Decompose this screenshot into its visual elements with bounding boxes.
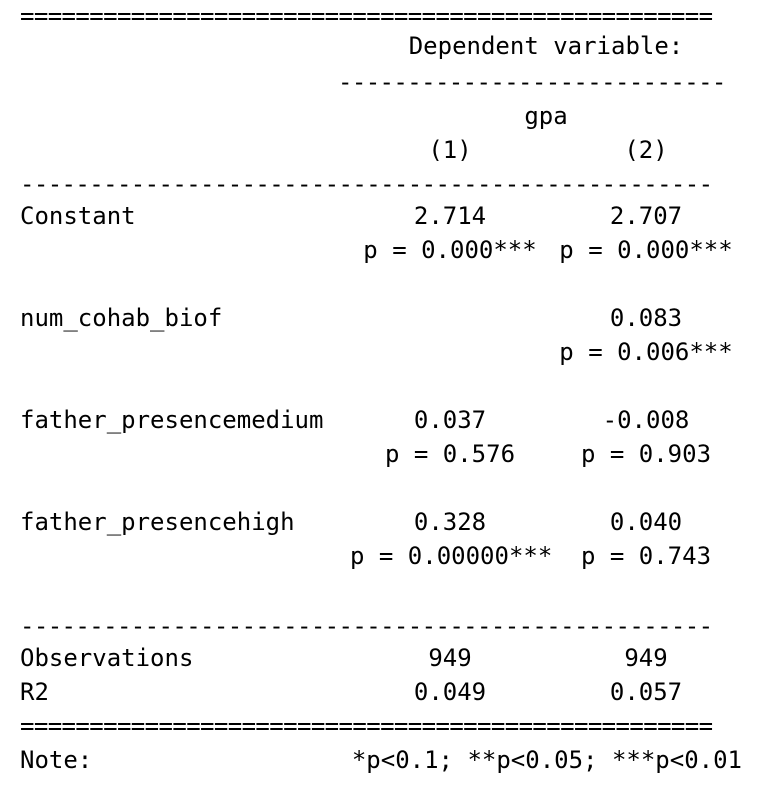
pvalue-num-cohab-biof-col2: p = 0.006*** xyxy=(559,338,733,366)
dependent-variable-name: gpa xyxy=(524,102,568,130)
coef-father-presence-high-col1: 0.328 xyxy=(413,508,487,536)
pvalue-constant-col2: p = 0.000*** xyxy=(559,236,733,264)
pvalue-father-presence-medium-col2: p = 0.903 xyxy=(580,440,712,468)
coef-constant-col1: 2.714 xyxy=(413,202,487,230)
column-2-header: (2) xyxy=(624,136,668,164)
stat-label-r2: R2 xyxy=(20,678,49,706)
note-label: Note: xyxy=(20,746,93,774)
coef-father-presence-high-col2: 0.040 xyxy=(609,508,683,536)
coef-num-cohab-biof-col2: 0.083 xyxy=(609,304,683,332)
header-bottom-rule: ----------------------------------------… xyxy=(20,172,713,196)
pvalue-father-presence-high-col1: p = 0.00000*** xyxy=(350,542,553,570)
top-double-rule: ========================================… xyxy=(20,4,713,28)
coef-num-cohab-biof-col1 xyxy=(350,302,550,334)
coef-constant-col2: 2.707 xyxy=(609,202,683,230)
coef-father-presence-medium-col2: -0.008 xyxy=(602,406,690,434)
note-significance-text: *p<0.1; **p<0.05; ***p<0.01 xyxy=(351,746,742,774)
stat-observations-col1: 949 xyxy=(428,644,472,672)
stat-r2-col1: 0.049 xyxy=(413,678,487,706)
pvalue-num-cohab-biof-col1 xyxy=(350,336,550,368)
pvalue-constant-col1: p = 0.000*** xyxy=(363,236,537,264)
column-1-header: (1) xyxy=(428,136,472,164)
row-label-father-presence-high: father_presencehigh xyxy=(20,508,295,536)
pvalue-father-presence-high-col2: p = 0.743 xyxy=(580,542,712,570)
bottom-double-rule: ========================================… xyxy=(20,714,713,738)
regression-table: ========================================… xyxy=(20,0,742,790)
stats-top-rule: ----------------------------------------… xyxy=(20,614,713,638)
stat-r2-col2: 0.057 xyxy=(609,678,683,706)
pvalue-father-presence-medium-col1: p = 0.576 xyxy=(384,440,516,468)
dependent-variable-header: Dependent variable: xyxy=(408,32,684,60)
row-label-constant: Constant xyxy=(20,202,136,230)
stat-observations-col2: 949 xyxy=(624,644,668,672)
coef-father-presence-medium-col1: 0.037 xyxy=(413,406,487,434)
row-label-father-presence-medium: father_presencemedium xyxy=(20,406,324,434)
row-label-num-cohab-biof: num_cohab_biof xyxy=(20,304,223,332)
header-sub-rule: ---------------------------- xyxy=(338,70,726,94)
stat-label-observations: Observations xyxy=(20,644,194,672)
